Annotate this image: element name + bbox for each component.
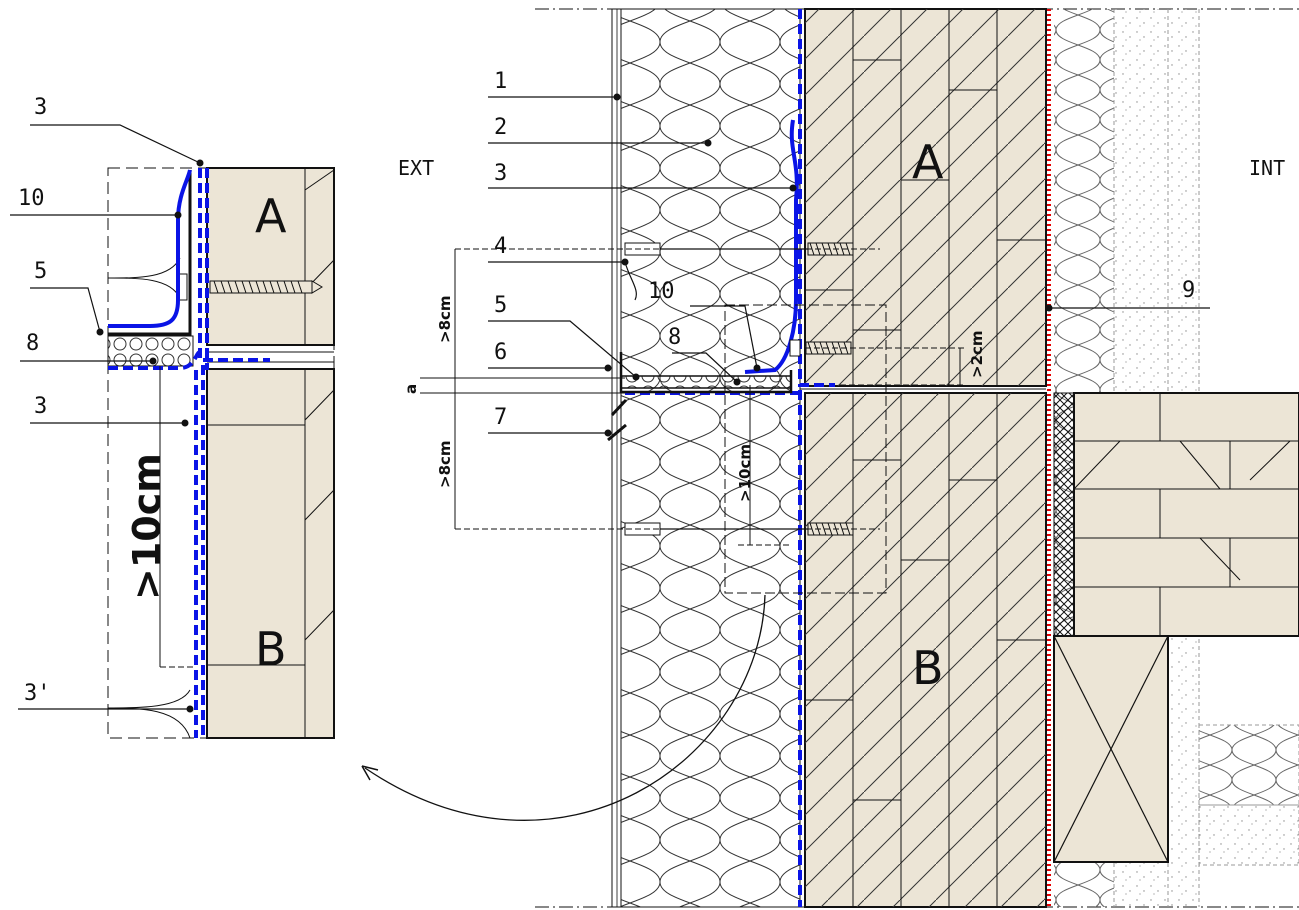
main-section: 1 2 3 4 5 6 7 8 9 10 A B EXT INT >8cm >8… xyxy=(361,8,1299,908)
detail-block-a-label: A xyxy=(255,189,287,243)
callout-4: 4 xyxy=(494,234,507,259)
callout-1: 1 xyxy=(494,69,507,94)
sill-profile xyxy=(619,352,793,394)
detail-view: >10cm 3 10 5 8 3 3' A B xyxy=(10,95,335,739)
detail-arrow xyxy=(364,594,766,821)
facade-board xyxy=(611,8,622,908)
dim-upper-gap: >8cm xyxy=(436,295,454,343)
membrane-10 xyxy=(744,119,799,374)
interior-label: INT xyxy=(1249,156,1285,180)
detail-membrane-10 xyxy=(108,169,192,328)
drip-edge xyxy=(607,423,627,442)
detail-block-a xyxy=(206,167,335,346)
callout-9: 9 xyxy=(1182,278,1195,303)
detail-callout-3prime: 3' xyxy=(24,681,51,706)
detail-callout-5: 5 xyxy=(34,259,47,284)
insulation-layer xyxy=(620,8,801,908)
detail-profile xyxy=(108,170,192,336)
callout-8: 8 xyxy=(668,325,681,350)
callout-10: 10 xyxy=(648,279,675,304)
detail-block-b xyxy=(206,368,335,739)
membrane-upper xyxy=(798,9,835,387)
detail-membrane-upper xyxy=(198,168,270,362)
detail-callout-3-top: 3 xyxy=(34,95,47,120)
dimension-lines xyxy=(420,248,965,546)
dim-overlap-main: >10cm xyxy=(736,444,754,502)
callout-2: 2 xyxy=(494,115,507,140)
dim-joint: a xyxy=(402,384,420,394)
detail-callout-3-mid: 3 xyxy=(34,394,47,419)
block-b-label: B xyxy=(912,641,944,695)
callout-5: 5 xyxy=(494,293,507,318)
detail-dim-overlap: >10cm xyxy=(125,453,169,600)
block-a-label: A xyxy=(912,135,944,189)
exterior-label: EXT xyxy=(398,156,434,180)
compressible-tape xyxy=(620,375,792,389)
callout-3: 3 xyxy=(494,161,507,186)
callout-6: 6 xyxy=(494,340,507,365)
dim-screw-clearance: >2cm xyxy=(968,330,986,378)
detail-block-b-label: B xyxy=(255,622,287,676)
detail-callout-8: 8 xyxy=(26,331,39,356)
detail-callout-10: 10 xyxy=(18,186,45,211)
floor-joist xyxy=(1073,392,1299,637)
dim-lower-gap: >8cm xyxy=(436,440,454,488)
callout-7: 7 xyxy=(494,405,507,430)
